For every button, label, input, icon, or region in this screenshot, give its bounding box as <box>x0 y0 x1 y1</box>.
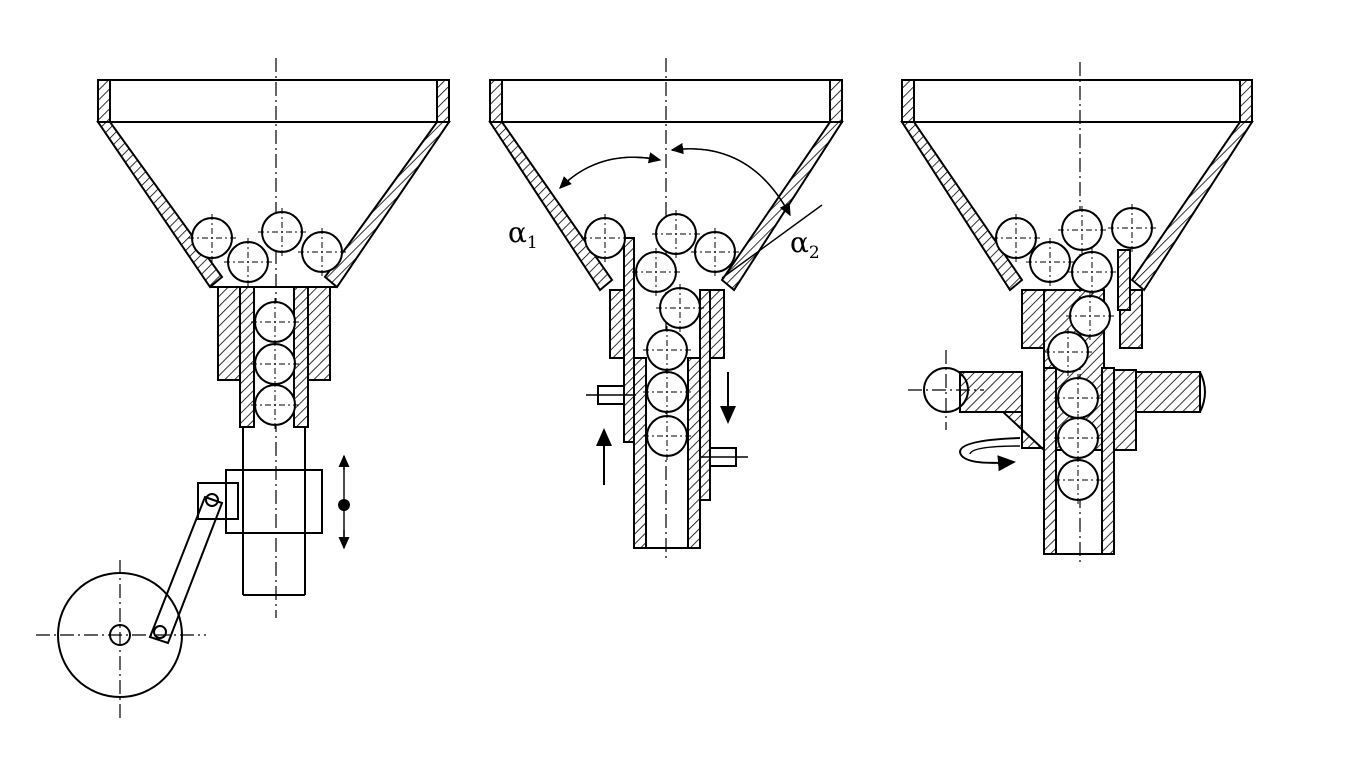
pins-2 <box>586 385 748 467</box>
rotation-arrow-3 <box>958 437 1021 472</box>
drive-roller-3 <box>908 350 984 430</box>
motion-arrow-1 <box>338 454 350 550</box>
balls-1 <box>188 208 346 429</box>
slide-tube-1 <box>225 427 323 596</box>
hopper-1 <box>96 79 451 289</box>
balls-2 <box>581 210 739 460</box>
inner-tube-2 <box>633 357 701 549</box>
alpha2-label: α2 <box>790 226 820 263</box>
tube-feeder: α1 α2 <box>488 58 844 560</box>
crank-mechanism <box>36 482 239 722</box>
alpha1-label: α1 <box>508 216 538 253</box>
slide-feeder <box>36 58 451 722</box>
rotary-feeder <box>900 62 1254 565</box>
guide-sleeve-2 <box>609 237 725 501</box>
motion-arrows-2 <box>596 372 736 485</box>
balls-3 <box>992 204 1156 504</box>
angle-arcs <box>559 143 823 279</box>
hopper-3 <box>900 79 1254 292</box>
